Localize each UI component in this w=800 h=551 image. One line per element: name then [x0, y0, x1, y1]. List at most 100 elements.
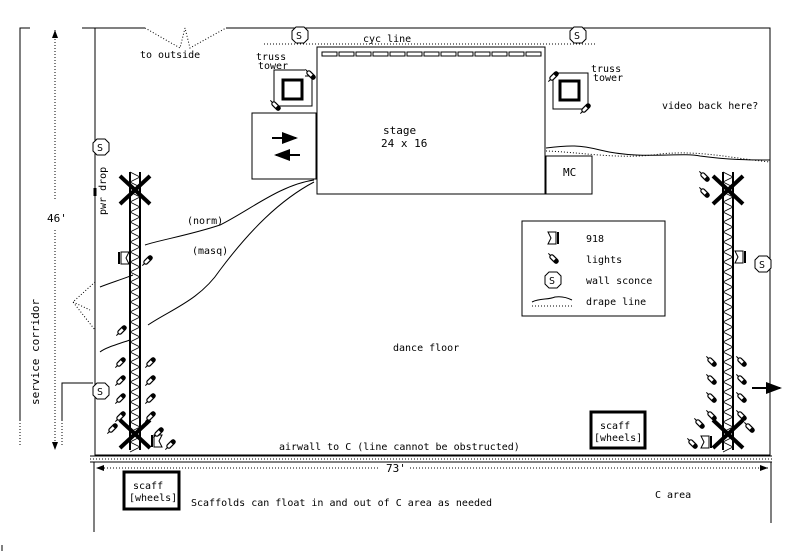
light-icon: [114, 324, 128, 338]
airwall-line: [90, 455, 772, 463]
stage-panel: [338, 51, 355, 57]
light-icon: [163, 438, 177, 452]
svg-text:[wheels]: [wheels]: [594, 433, 642, 444]
to-outside-label: to outside: [140, 50, 200, 61]
svg-text:S: S: [97, 387, 103, 398]
cyc-line-label: cyc line: [363, 34, 411, 45]
truss-left: [118, 171, 152, 453]
stage-front-panels: [321, 51, 542, 57]
svg-text:truss: truss: [256, 52, 286, 63]
drape-line-icon: [531, 296, 573, 307]
drape-line-masq: [99, 181, 315, 353]
truss-base-x: [711, 174, 745, 206]
wall-sconce-right: S: [754, 255, 772, 273]
speaker-918-left-mid: [118, 251, 130, 265]
stage-panel: [525, 51, 542, 57]
dance-floor-label: dance floor: [393, 343, 459, 354]
light-icon: [734, 372, 748, 386]
dimension-width-label: 73': [386, 462, 406, 475]
c-area-walls: [93, 462, 772, 532]
light-icon: [113, 374, 127, 388]
truss-tower-left: truss tower: [256, 52, 317, 112]
truss-base-x: [711, 418, 745, 450]
light-icon: [697, 185, 711, 199]
svg-text:S: S: [759, 260, 765, 271]
light-icon: [143, 374, 157, 388]
corridor-connector: [61, 382, 93, 420]
light-icon: [685, 436, 699, 450]
stage-panel: [457, 51, 474, 57]
stage-label: stage: [383, 124, 416, 137]
speaker-918-right-mid: [734, 250, 746, 264]
room-walls: [82, 27, 771, 456]
stage-panel: [355, 51, 372, 57]
light-icon: [734, 354, 748, 368]
wall-sconce-left-upper: S: [92, 138, 110, 156]
svg-text:truss: truss: [591, 64, 621, 75]
light-icon: [697, 169, 711, 183]
drape-line-right: [545, 145, 771, 163]
stage-access-box: [251, 112, 317, 180]
stage: stage 24 x 16: [316, 46, 546, 195]
legend-label-lights: lights: [586, 255, 622, 266]
truss-right: [711, 171, 745, 453]
height-dimension: 46': [47, 30, 67, 450]
stage-size-label: 24 x 16: [381, 137, 427, 150]
pwr-drop-label: pwr drop: [98, 167, 109, 215]
light-icon: [143, 356, 157, 370]
speaker-918-right-bottom: [700, 435, 712, 449]
svg-text:S: S: [574, 31, 580, 42]
light-icon: [704, 354, 718, 368]
dimension-height-label: 46': [47, 212, 67, 225]
stage-panel: [321, 51, 338, 57]
light-icon: [734, 390, 748, 404]
svg-text:S: S: [97, 143, 103, 154]
light-icon: [143, 392, 157, 406]
stage-panel: [389, 51, 406, 57]
mc-label: MC: [563, 166, 576, 179]
width-dimension: 73': [96, 462, 768, 475]
svg-text:tower: tower: [258, 61, 288, 72]
svg-text:S: S: [549, 276, 555, 287]
legend-label-918: 918: [586, 234, 604, 245]
truss-lattice: [129, 171, 141, 453]
stage-panel: [372, 51, 389, 57]
legend-label-sconce: wall sconce: [586, 276, 652, 287]
scaffold-right: scaff [wheels]: [589, 410, 647, 450]
legend: 918 lights S wall sconce drape line: [521, 220, 666, 317]
wall-sconce-left-lower: S: [92, 382, 110, 400]
truss-base-x: [118, 174, 152, 206]
airwall-label: airwall to C (line cannot be obstructed): [279, 442, 520, 453]
masq-label: (masq): [192, 246, 228, 257]
wall-sconce-top-right: S: [569, 26, 587, 44]
stage-panel: [508, 51, 525, 57]
truss-tower-right: truss tower: [546, 64, 623, 116]
stage-panel: [423, 51, 440, 57]
svg-text:scaff: scaff: [600, 421, 630, 432]
wall-sconce-icon: S: [544, 271, 562, 289]
drape-dotted-left: [72, 281, 96, 331]
truss-lattice: [722, 171, 734, 453]
light-icon: [105, 422, 119, 436]
light-icon: [140, 254, 154, 268]
svg-text:tower: tower: [593, 73, 623, 84]
stage-panel: [491, 51, 508, 57]
stage-panel: [474, 51, 491, 57]
norm-label: (norm): [187, 216, 223, 227]
legend-label-drape: drape line: [586, 297, 646, 308]
mc-booth: MC: [545, 155, 593, 195]
scaffolds-note: Scaffolds can float in and out of C area…: [191, 498, 492, 509]
light-icon: [692, 416, 706, 430]
truss-base-x: [118, 418, 152, 450]
scaffold-left: scaff [wheels]: [122, 470, 181, 511]
stage-panel: [406, 51, 423, 57]
light-icon: [704, 408, 718, 422]
light-icon: [742, 420, 756, 434]
light-icon: [734, 408, 748, 422]
light-icon: [113, 356, 127, 370]
service-corridor-label: service corridor: [29, 299, 42, 405]
wall-sconce-top-left: S: [291, 26, 309, 44]
svg-text:S: S: [296, 31, 302, 42]
light-icon: [113, 392, 127, 406]
